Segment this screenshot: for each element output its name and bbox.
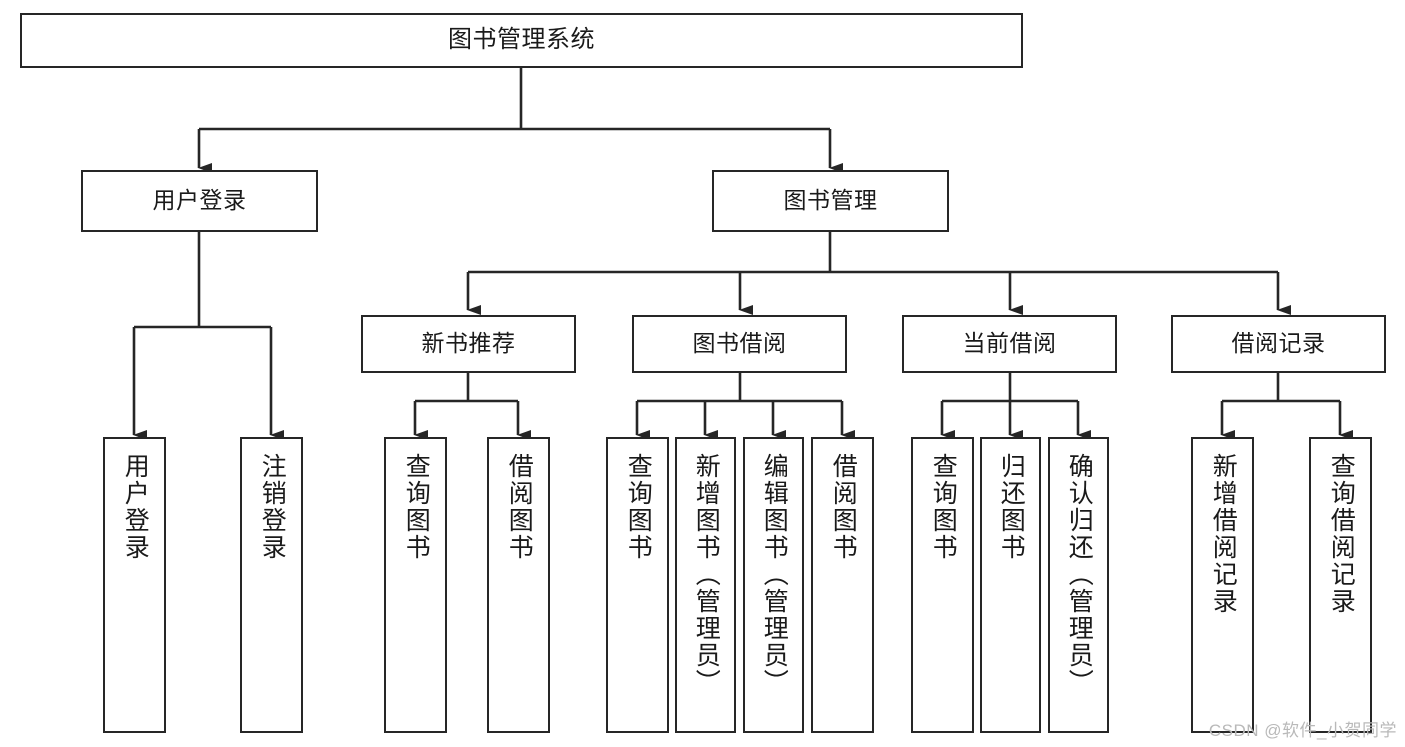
- node-leaf-return-book[interactable]: 归还图书: [980, 437, 1041, 733]
- node-leaf-confirm-return-label: 确认归还（管理员）: [1065, 453, 1094, 696]
- node-leaf-edit-book-label: 编辑图书（管理员）: [760, 453, 789, 696]
- node-root[interactable]: 图书管理系统: [20, 13, 1023, 68]
- node-leaf-borrow-book-1[interactable]: 借阅图书: [487, 437, 550, 733]
- csdn-watermark: CSDN @软件_小贺同学: [1208, 721, 1397, 740]
- node-user-login-label: 用户登录: [152, 187, 247, 214]
- node-new-book-recommend[interactable]: 新书推荐: [361, 315, 576, 373]
- node-current-borrow[interactable]: 当前借阅: [902, 315, 1117, 373]
- node-user-login[interactable]: 用户登录: [81, 170, 318, 232]
- node-leaf-query-book-1[interactable]: 查询图书: [384, 437, 447, 733]
- node-leaf-query-book-2-label: 查询图书: [624, 453, 653, 561]
- node-root-label: 图书管理系统: [448, 26, 595, 54]
- node-leaf-borrow-book-1-label: 借阅图书: [505, 453, 534, 561]
- node-book-borrow-label: 图书借阅: [692, 330, 787, 357]
- node-borrow-record-label: 借阅记录: [1231, 330, 1326, 357]
- node-book-manage-label: 图书管理: [783, 187, 878, 214]
- node-leaf-edit-book[interactable]: 编辑图书（管理员）: [743, 437, 804, 733]
- node-leaf-borrow-book-2[interactable]: 借阅图书: [811, 437, 874, 733]
- node-leaf-logout[interactable]: 注销登录: [240, 437, 303, 733]
- node-book-borrow[interactable]: 图书借阅: [632, 315, 847, 373]
- node-leaf-query-book-3-label: 查询图书: [929, 453, 958, 561]
- node-leaf-add-book-label: 新增图书（管理员）: [692, 453, 721, 696]
- node-leaf-logout-label: 注销登录: [258, 453, 287, 561]
- node-leaf-query-book-1-label: 查询图书: [402, 453, 431, 561]
- node-leaf-query-record[interactable]: 查询借阅记录: [1309, 437, 1372, 733]
- node-leaf-add-record[interactable]: 新增借阅记录: [1191, 437, 1254, 733]
- node-current-borrow-label: 当前借阅: [962, 330, 1057, 357]
- node-leaf-return-book-label: 归还图书: [997, 453, 1026, 561]
- node-leaf-user-login[interactable]: 用户登录: [103, 437, 166, 733]
- node-leaf-borrow-book-2-label: 借阅图书: [829, 453, 858, 561]
- node-borrow-record[interactable]: 借阅记录: [1171, 315, 1386, 373]
- node-new-book-recommend-label: 新书推荐: [421, 330, 516, 357]
- node-leaf-add-book[interactable]: 新增图书（管理员）: [675, 437, 736, 733]
- node-leaf-confirm-return[interactable]: 确认归还（管理员）: [1048, 437, 1109, 733]
- node-book-manage[interactable]: 图书管理: [712, 170, 949, 232]
- node-leaf-query-book-2[interactable]: 查询图书: [606, 437, 669, 733]
- node-leaf-query-record-label: 查询借阅记录: [1327, 453, 1356, 615]
- node-leaf-add-record-label: 新增借阅记录: [1209, 453, 1238, 615]
- node-leaf-user-login-label: 用户登录: [121, 453, 150, 561]
- node-leaf-query-book-3[interactable]: 查询图书: [911, 437, 974, 733]
